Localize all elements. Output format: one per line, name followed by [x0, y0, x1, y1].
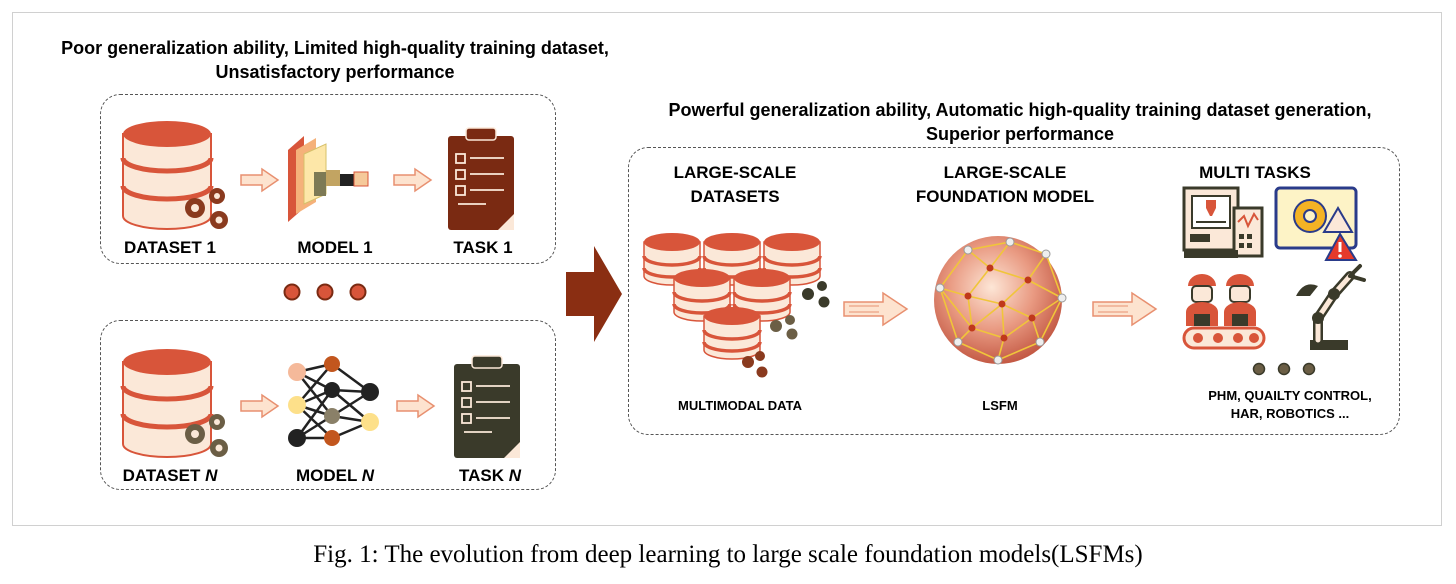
evolution-arrow-icon [566, 246, 622, 342]
ellipsis-dots-icon [283, 283, 367, 301]
datasets-title-line2: DATASETS [690, 187, 780, 206]
model-n-letter: N [361, 466, 375, 485]
robotics-arm-icon [1296, 264, 1366, 350]
tasks-caption-line1: PHM, QUAILTY CONTROL, [1208, 388, 1372, 403]
database-n-icon [120, 349, 228, 458]
task-1-clipboard-icon [448, 127, 514, 230]
model-1-label: MODEL 1 [297, 238, 373, 257]
phm-machine-icon [1182, 186, 1264, 258]
lsfm-pipeline-box [628, 147, 1400, 435]
quality-control-icon [1274, 186, 1358, 261]
task-1-label: TASK 1 [453, 238, 513, 257]
right-heading-line1: Powerful generalization ability, Automat… [668, 100, 1372, 120]
datasets-caption: MULTIMODAL DATA [678, 398, 802, 413]
model-n-prefix: MODEL [295, 466, 362, 485]
figure-caption: Fig. 1: The evolution from deep learning… [313, 541, 1143, 568]
task-n-label: TASK N [430, 466, 550, 486]
left-heading-line2: Unsatisfactory performance [215, 62, 455, 82]
figure-frame [12, 12, 1442, 526]
task-n-clipboard-icon [454, 355, 520, 458]
left-heading-line1: Poor generalization ability, Limited hig… [61, 38, 609, 58]
dataset-n-label: DATASET N [105, 466, 235, 486]
dl-pipeline-1-box [100, 94, 556, 264]
model-n-label: MODEL N [270, 466, 400, 486]
lsfm-sphere-icon [934, 236, 1067, 365]
dataset-1-label: DATASET 1 [124, 238, 216, 257]
dataset-n-prefix: DATASET [122, 466, 206, 485]
tasks-ellipsis-icon [1252, 362, 1316, 376]
datasets-title-line1: LARGE-SCALE [673, 163, 797, 182]
large-datasets-icon [642, 231, 830, 378]
model-title-line1: LARGE-SCALE [943, 163, 1067, 182]
model-caption: LSFM [982, 398, 1018, 413]
arrow-nb-icon [396, 393, 436, 419]
task-n-letter: N [508, 466, 522, 485]
model-title-line2: FOUNDATION MODEL [915, 187, 1095, 206]
tasks-caption-line2: HAR, ROBOTICS ... [1230, 406, 1350, 421]
arrow-1b-icon [393, 167, 433, 193]
cnn-model-icon [288, 136, 369, 222]
tasks-title: MULTI TASKS [1199, 163, 1311, 182]
arrow-datasets-to-model-icon [843, 291, 909, 327]
arrow-1a-icon [240, 167, 280, 193]
task-n-prefix: TASK [458, 466, 509, 485]
right-heading-line2: Superior performance [925, 124, 1115, 144]
dataset-n-letter: N [205, 466, 218, 485]
neural-network-icon [288, 356, 379, 447]
arrow-model-to-tasks-icon [1092, 291, 1158, 327]
dl-pipeline-n-box [100, 320, 556, 490]
arrow-na-icon [240, 393, 280, 419]
har-workers-icon [1182, 274, 1266, 350]
database-1-icon [120, 121, 228, 230]
